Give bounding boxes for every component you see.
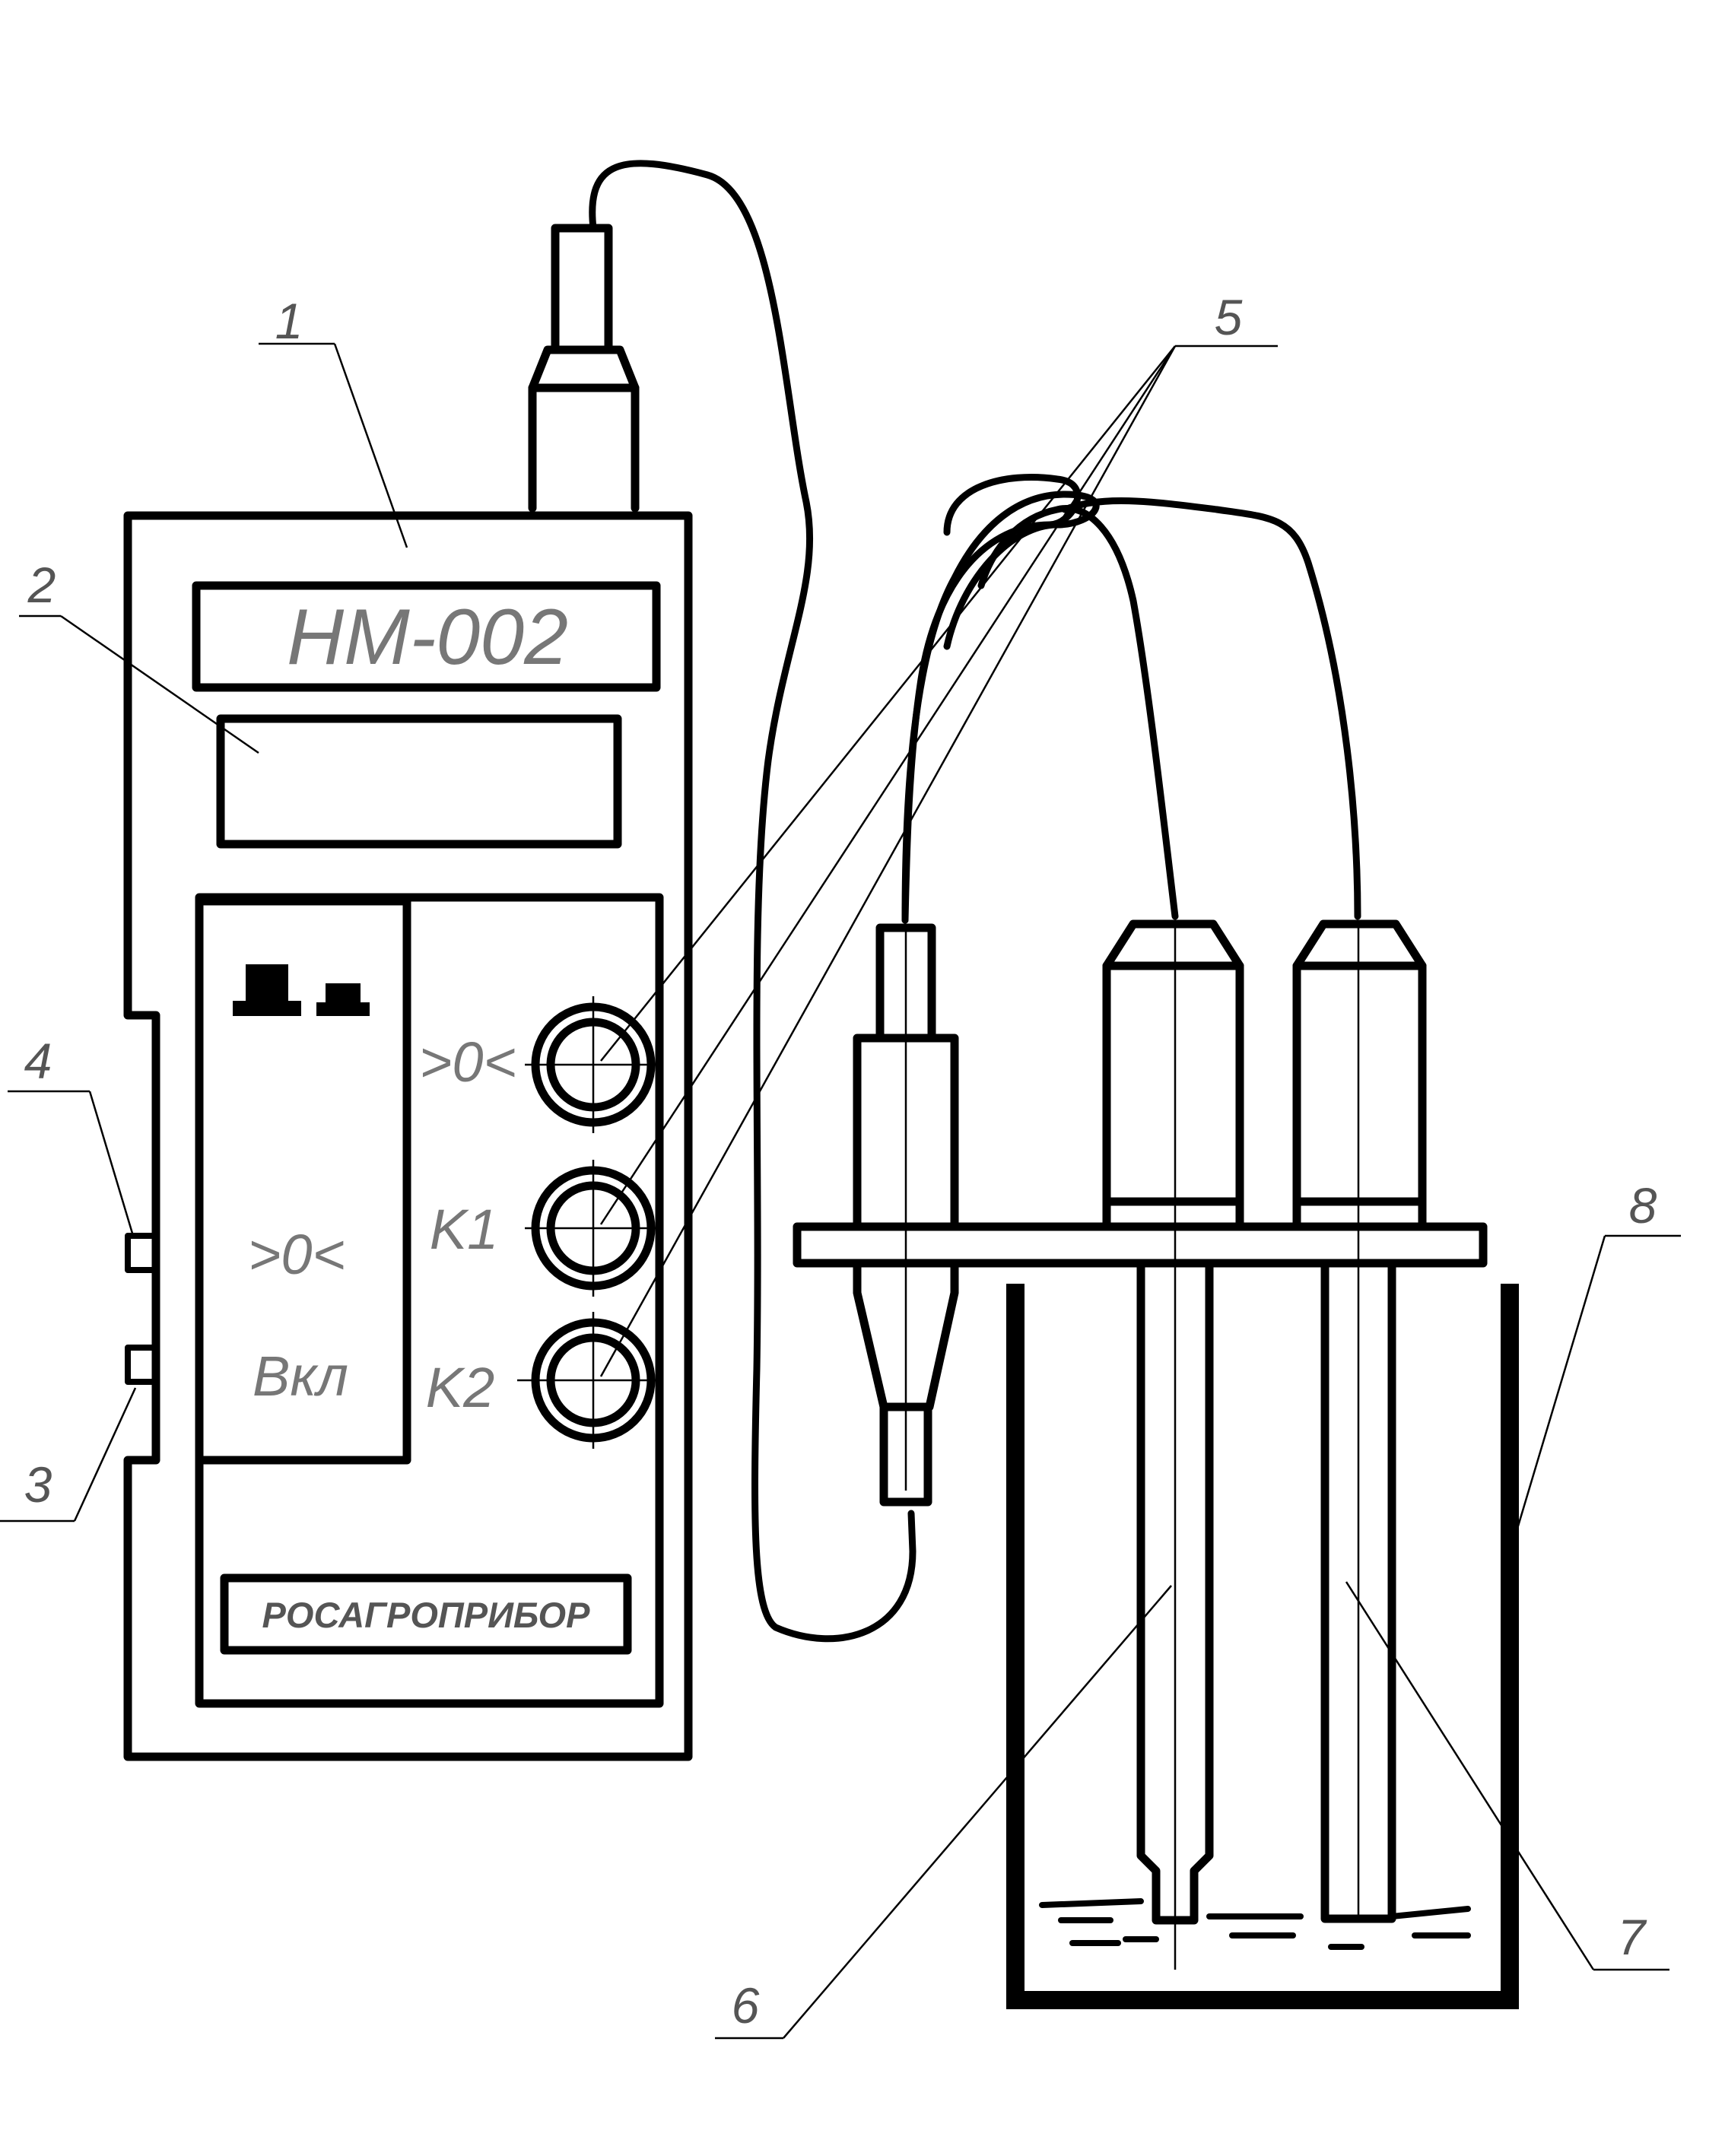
electrode-holder [793,1222,1488,1268]
button-k2[interactable] [517,1312,662,1449]
electrode-left [853,923,959,1507]
main-cable [589,160,917,1643]
brand-plate [220,1573,632,1655]
display-window [216,714,622,849]
callout-5: 5 [1215,289,1243,345]
callout-6: 6 [732,1977,760,2034]
button-zero[interactable] [525,996,662,1133]
meter-connector-collar [551,224,613,354]
side-switch-3[interactable] [125,1345,159,1385]
button-label-zero: >0< [419,1030,516,1094]
cable-electrode-left [901,491,1100,924]
callout-1: 1 [275,293,303,349]
electrode-middle [1102,919,1244,1970]
button-k1[interactable] [525,1160,662,1297]
cable-electrode-right [1061,497,1361,920]
switch-icon-large [246,964,288,1005]
side-label-on: Вкл [253,1345,348,1408]
cable-electrode-left-loop [901,474,1082,924]
liquid-surface [1039,1898,1471,1950]
switch-panel [199,897,411,1465]
beaker [1007,1287,1514,2003]
meter-body [123,511,693,1761]
model-label: НМ-002 [287,593,568,681]
cable-electrode-middle [977,505,1179,920]
meter-connector [528,345,640,513]
callout-3: 3 [24,1456,52,1513]
control-panel [195,893,664,1708]
side-label-zero: >0< [248,1223,345,1286]
callout-8: 8 [1629,1177,1657,1234]
electrode-right [1292,919,1427,1923]
button-label-k2: K2 [426,1356,495,1419]
brand-label: РОСАГРОПРИБОР [262,1595,591,1635]
callout-leaders [0,342,1681,2040]
button-label-k1: K1 [430,1198,499,1261]
model-label-box [192,581,661,692]
callout-4: 4 [24,1033,52,1089]
callout-2: 2 [27,557,56,613]
side-switch-4[interactable] [125,1233,159,1273]
callout-7: 7 [1618,1909,1647,1965]
